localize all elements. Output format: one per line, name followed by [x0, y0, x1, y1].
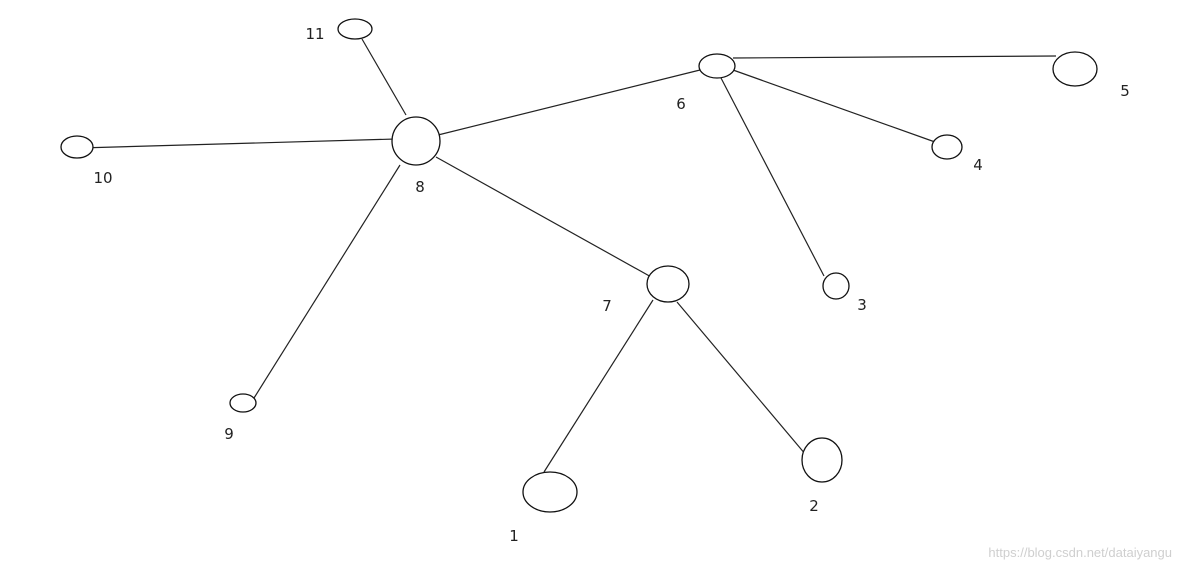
node-8 [391, 116, 441, 166]
edge-8-11 [361, 38, 407, 116]
node-1 [522, 471, 578, 513]
node-label-11: 11 [305, 25, 324, 43]
node-label-1: 1 [509, 527, 519, 545]
node-3 [822, 272, 850, 300]
node-2 [801, 437, 843, 483]
label-layer: 1 2 3 4 5 6 7 8 9 10 11 [93, 25, 1129, 545]
node-label-2: 2 [809, 497, 819, 515]
node-label-5: 5 [1120, 82, 1130, 100]
edge-6-5 [732, 55, 1057, 59]
node-label-8: 8 [415, 178, 425, 196]
edge-layer [79, 38, 1057, 473]
node-layer [60, 18, 1098, 513]
node-4 [931, 134, 963, 160]
node-11 [337, 18, 373, 40]
node-10 [60, 135, 94, 159]
edge-7-2 [676, 301, 807, 456]
watermark: https://blog.csdn.net/dataiyangu [988, 545, 1172, 560]
node-label-3: 3 [857, 296, 867, 314]
edge-8-10 [79, 138, 397, 149]
edge-7-1 [543, 299, 654, 473]
node-label-6: 6 [676, 95, 686, 113]
node-label-4: 4 [973, 156, 983, 174]
node-7 [646, 265, 690, 303]
node-label-7: 7 [602, 297, 612, 315]
node-label-9: 9 [224, 425, 234, 443]
node-5 [1052, 51, 1098, 87]
node-label-10: 10 [93, 169, 112, 187]
edge-8-9 [253, 164, 401, 399]
edge-8-7 [435, 156, 654, 279]
edge-6-4 [732, 69, 936, 143]
edge-8-6 [437, 69, 701, 136]
edge-6-3 [720, 77, 825, 277]
node-6 [698, 53, 736, 79]
node-9 [229, 393, 257, 413]
